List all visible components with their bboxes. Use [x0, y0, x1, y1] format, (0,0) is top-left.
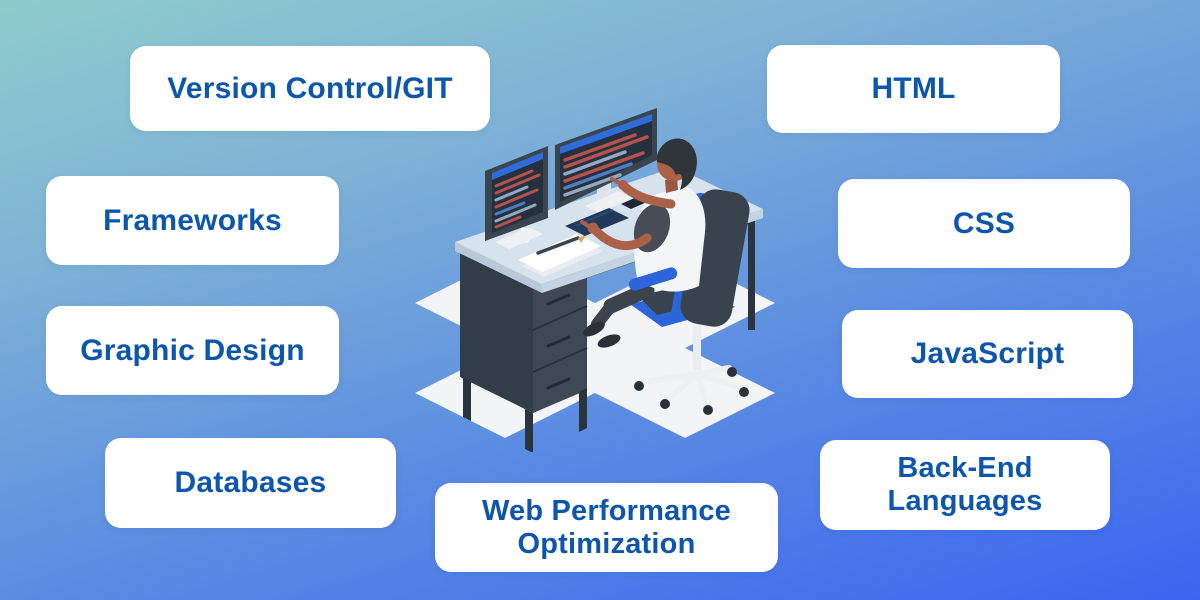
skill-card-label: Databases [174, 466, 327, 500]
desk-items [495, 182, 633, 277]
developer-figure [580, 138, 706, 348]
hair [657, 138, 697, 190]
skill-card-version-control-git: Version Control/GIT [130, 46, 490, 131]
paper-sheet [518, 234, 601, 272]
developer-desk-illustration [415, 108, 775, 452]
skill-card-frameworks: Frameworks [46, 176, 339, 265]
keyboard [565, 208, 629, 236]
skill-card-label: HTML [871, 72, 956, 106]
skill-card-label: Web Performance Optimization [481, 494, 732, 560]
skill-card-html: HTML [767, 45, 1060, 133]
pencil-tip [578, 234, 587, 243]
skill-card-web-performance-optimization: Web Performance Optimization [435, 483, 778, 572]
skill-card-back-end-languages: Back-End Languages [820, 440, 1110, 530]
monitor-left [485, 146, 548, 241]
skill-card-label: Back-End Languages [887, 452, 1043, 517]
skill-card-label: Graphic Design [80, 333, 305, 367]
skill-card-graphic-design: Graphic Design [46, 306, 339, 395]
skill-card-label: JavaScript [910, 337, 1065, 371]
skill-card-label: Version Control/GIT [167, 71, 453, 105]
skill-card-label: Frameworks [103, 203, 282, 237]
skill-card-css: CSS [838, 179, 1130, 268]
skill-card-databases: Databases [105, 438, 396, 528]
monitor-right [555, 108, 657, 210]
pencil [536, 236, 580, 255]
chair-armrest [628, 267, 678, 291]
skill-card-label: CSS [952, 206, 1016, 240]
skill-card-javascript: JavaScript [842, 310, 1133, 398]
